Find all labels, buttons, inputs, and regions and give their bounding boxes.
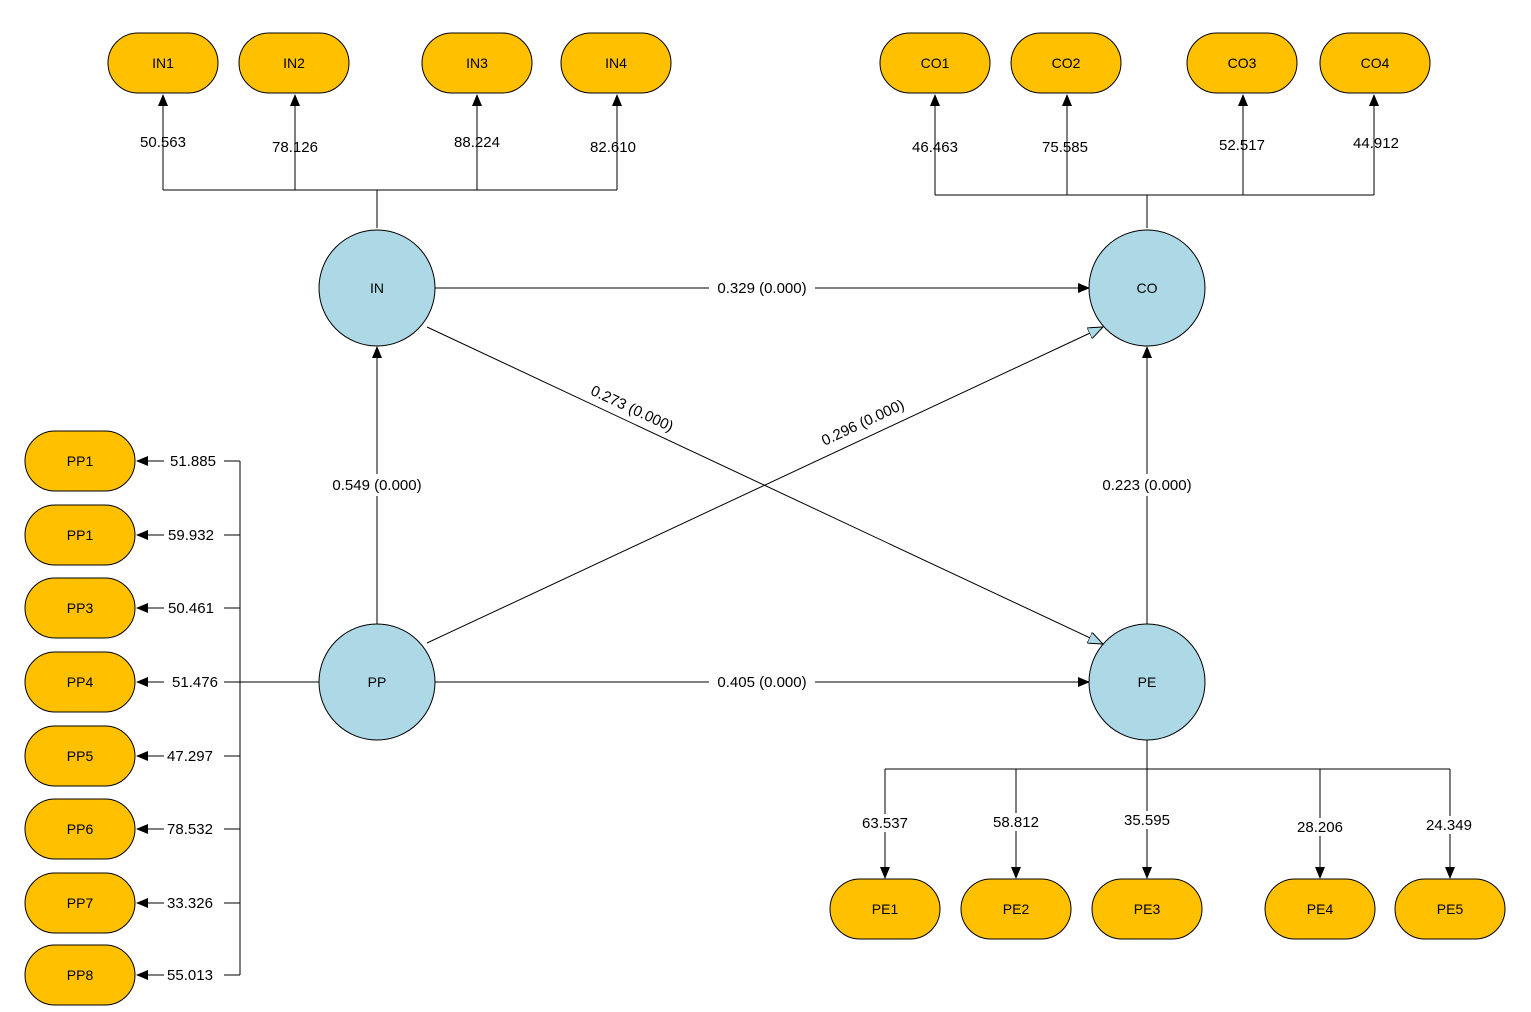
- loading-label: 52.517: [1219, 137, 1265, 154]
- loading-label: 44.912: [1353, 135, 1399, 152]
- structural-paths: [372, 283, 1152, 687]
- indicator-pp1[interactable]: PP1: [24, 430, 136, 492]
- indicator-label: IN2: [283, 55, 305, 71]
- indicator-in2[interactable]: IN2: [238, 32, 350, 94]
- loading-label: 47.297: [167, 748, 213, 765]
- loading-label: 58.812: [993, 814, 1039, 831]
- indicator-label: PP5: [67, 748, 94, 764]
- indicator-label: CO3: [1228, 55, 1257, 71]
- loading-label: 78.532: [167, 821, 213, 838]
- indicator-pp4[interactable]: PP4: [24, 651, 136, 713]
- construct-pp[interactable]: PP: [318, 623, 436, 741]
- loading-label: 75.585: [1042, 139, 1088, 156]
- indicator-label: PP1: [67, 527, 94, 543]
- loading-label: 33.326: [167, 895, 213, 912]
- path-label-in-co: 0.329 (0.000): [717, 280, 806, 297]
- indicator-co3[interactable]: CO3: [1186, 32, 1298, 94]
- in-loading-connectors: [158, 94, 622, 228]
- co-loading-labels: 46.463 75.585 52.517 44.912: [912, 135, 1399, 156]
- construct-pe[interactable]: PE: [1088, 623, 1206, 741]
- pe-loading-labels: 63.537 58.812 35.595 28.206 24.349: [855, 811, 1481, 836]
- indicator-co2[interactable]: CO2: [1010, 32, 1122, 94]
- loading-label: 28.206: [1297, 819, 1343, 836]
- indicator-in4[interactable]: IN4: [560, 32, 672, 94]
- indicator-pe1[interactable]: PE1: [829, 878, 941, 940]
- indicator-label: CO2: [1052, 55, 1081, 71]
- indicator-co1[interactable]: CO1: [879, 32, 991, 94]
- pp-loading-labels: 51.885 59.932 50.461 51.476 47.297 78.53…: [164, 452, 224, 984]
- indicator-in3[interactable]: IN3: [421, 32, 533, 94]
- pe-loading-connectors: [880, 740, 1455, 879]
- indicator-label: IN3: [466, 55, 488, 71]
- construct-co[interactable]: CO: [1088, 229, 1206, 347]
- indicator-label: PP4: [67, 674, 94, 690]
- indicator-label: PE1: [872, 901, 899, 917]
- indicator-pp2[interactable]: PP1: [24, 504, 136, 566]
- loading-label: 35.595: [1124, 812, 1170, 829]
- indicator-pe3[interactable]: PE3: [1091, 878, 1203, 940]
- indicator-label: PE4: [1307, 901, 1334, 917]
- loading-label: 63.537: [862, 815, 908, 832]
- indicator-label: PP8: [67, 967, 94, 983]
- in-loading-labels: 50.563 78.126 88.224 82.610: [140, 134, 636, 156]
- indicator-label: CO4: [1361, 55, 1390, 71]
- construct-in[interactable]: IN: [318, 229, 436, 347]
- loading-label: 51.885: [170, 453, 216, 470]
- construct-label: CO: [1137, 280, 1158, 296]
- loading-label: 88.224: [454, 134, 500, 151]
- indicator-label: IN1: [152, 55, 174, 71]
- indicator-in1[interactable]: IN1: [107, 32, 219, 94]
- path-label-pp-in: 0.549 (0.000): [332, 477, 421, 494]
- construct-label: IN: [370, 280, 384, 296]
- loading-label: 82.610: [590, 139, 636, 156]
- indicator-label: IN4: [605, 55, 627, 71]
- indicator-label: PE2: [1003, 901, 1030, 917]
- loading-label: 50.461: [168, 600, 214, 617]
- path-label-pp-co: 0.296 (0.000): [819, 396, 907, 449]
- indicator-pp6[interactable]: PP6: [24, 798, 136, 860]
- loading-label: 55.013: [167, 967, 213, 984]
- loading-label: 46.463: [912, 139, 958, 156]
- indicator-label: PP7: [67, 895, 94, 911]
- indicator-pp8[interactable]: PP8: [24, 944, 136, 1006]
- indicator-label: PP6: [67, 821, 94, 837]
- construct-label: PP: [368, 674, 387, 690]
- indicator-pp7[interactable]: PP7: [24, 872, 136, 934]
- loading-label: 24.349: [1426, 817, 1472, 834]
- path-label-pp-pe: 0.405 (0.000): [717, 674, 806, 691]
- construct-label: PE: [1138, 674, 1157, 690]
- indicator-label: PE5: [1437, 901, 1464, 917]
- indicator-pe4[interactable]: PE4: [1264, 878, 1376, 940]
- indicator-label: PE3: [1134, 901, 1161, 917]
- co-loading-connectors: [930, 94, 1379, 228]
- loading-label: 50.563: [140, 134, 186, 151]
- indicator-pp3[interactable]: PP3: [24, 577, 136, 639]
- indicator-co4[interactable]: CO4: [1319, 32, 1431, 94]
- indicator-pp5[interactable]: PP5: [24, 725, 136, 787]
- loading-label: 59.932: [168, 527, 214, 544]
- indicator-label: PP1: [67, 453, 94, 469]
- indicator-pe5[interactable]: PE5: [1394, 878, 1506, 940]
- path-label-pe-co: 0.223 (0.000): [1102, 477, 1191, 494]
- path-pp-co: [426, 327, 1103, 644]
- loading-label: 78.126: [272, 139, 318, 156]
- loading-label: 51.476: [172, 674, 218, 691]
- indicator-label: PP3: [67, 600, 94, 616]
- indicator-label: CO1: [921, 55, 950, 71]
- indicator-pe2[interactable]: PE2: [960, 878, 1072, 940]
